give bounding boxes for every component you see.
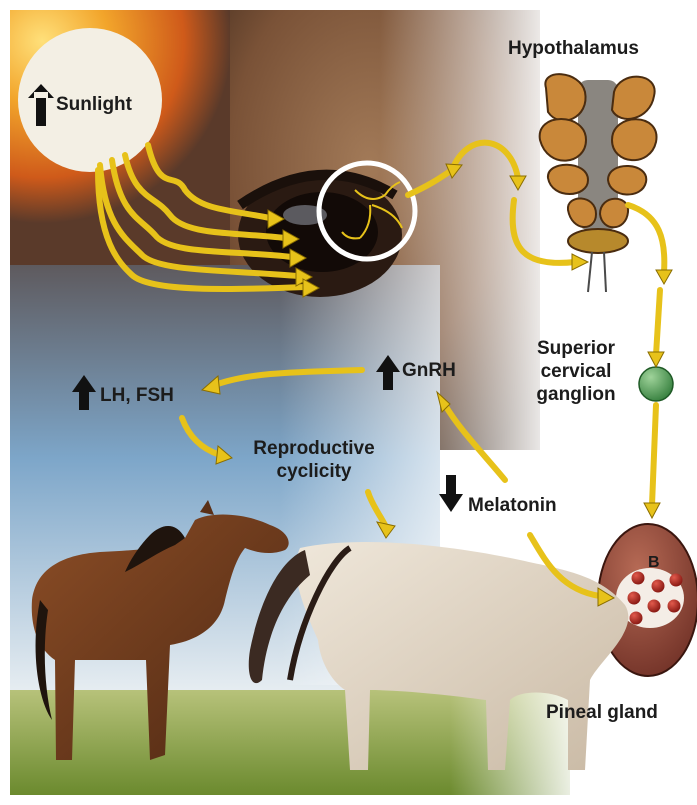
ganglion-label-line-3: ganglion	[520, 384, 632, 407]
sunlight-up-arrow-shaft	[36, 98, 46, 126]
melatonin-label: Melatonin	[468, 495, 557, 518]
repro-label-line-1: Reproductive	[226, 438, 402, 461]
pineal-marker-label: B	[648, 553, 660, 572]
gnrh-label: GnRH	[402, 360, 456, 383]
superior-cervical-ganglion-label: Superior cervical ganglion	[520, 338, 632, 406]
lh-fsh-label: LH, FSH	[100, 385, 174, 408]
ganglion-label-line-1: Superior	[520, 338, 632, 361]
reproductive-cyclicity-label: Reproductive cyclicity	[226, 438, 402, 484]
pineal-gland-label: Pineal gland	[546, 702, 658, 725]
gnrh-up-arrow-shaft	[383, 370, 393, 390]
ganglion-icon	[639, 367, 673, 401]
arrow-to-ganglion	[656, 290, 660, 355]
sunlight-label: Sunlight	[56, 94, 132, 117]
melatonin-down-arrow-shaft	[446, 475, 456, 495]
hypothalamus-label: Hypothalamus	[508, 38, 639, 61]
ganglion-label-line-2: cervical	[520, 361, 632, 384]
lh-up-arrow-shaft	[79, 390, 89, 410]
repro-label-line-2: cyclicity	[226, 461, 402, 484]
arrow-ganglion-to-pineal	[652, 405, 656, 505]
